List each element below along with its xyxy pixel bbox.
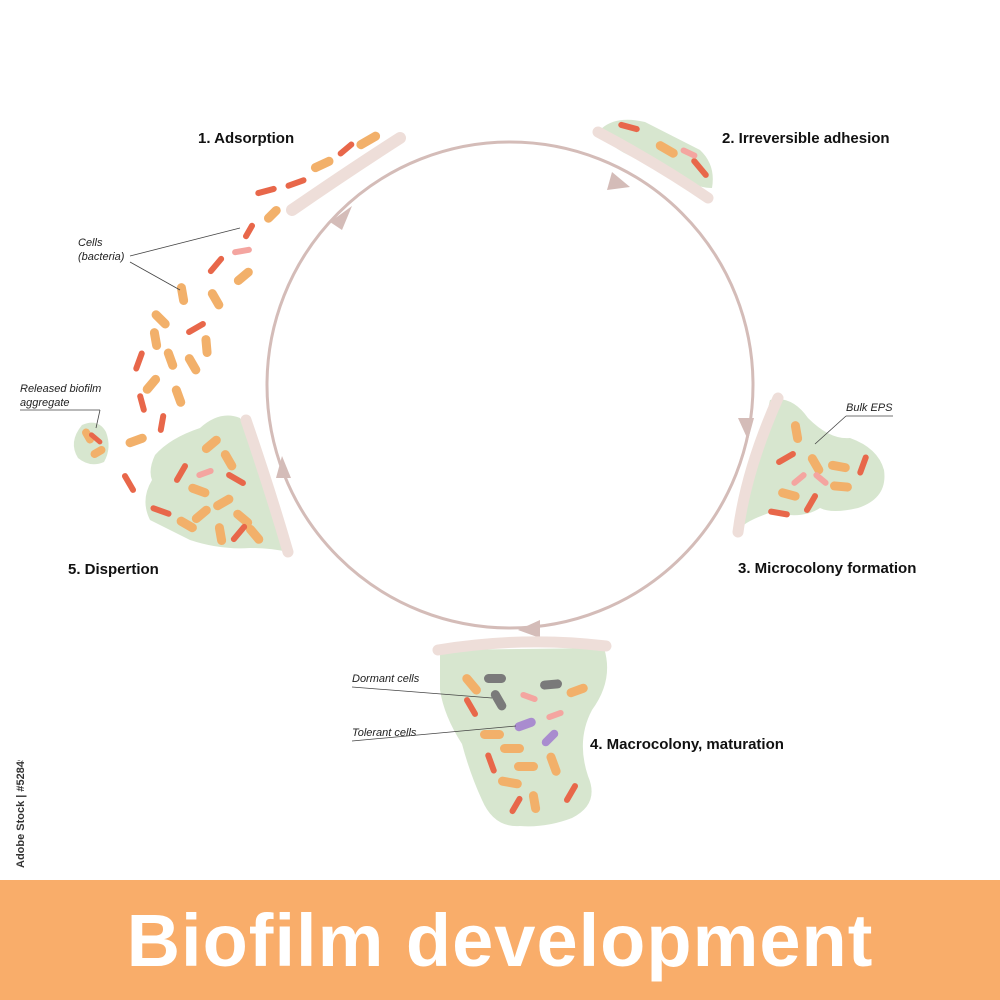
stage-dispersion-illustration: [73, 414, 294, 558]
cells-leader-2: [129, 261, 181, 291]
cycle-arrow-1: [607, 172, 630, 190]
surface-adsorption: [286, 132, 406, 216]
cycle-arrow-5: [330, 206, 352, 230]
stage-label-macrocolony: 4. Macrocolony, maturation: [590, 736, 784, 753]
cells-callout: Cells (bacteria): [78, 227, 241, 291]
stage-label-dispersion: 5. Dispertion: [68, 561, 159, 578]
eps-macrocolony: [440, 648, 608, 827]
cells-label-line1: Cells: [78, 237, 103, 249]
title-banner: Biofilm development: [0, 880, 1000, 1000]
stage-label-adhesion: 2. Irreversible adhesion: [722, 130, 890, 147]
stock-id-vertical-text: Adobe Stock | #528494564: [15, 760, 27, 868]
released-aggregate: [73, 422, 109, 465]
stage-microcolony-illustration: [732, 392, 885, 538]
bulk-eps-label: Bulk EPS: [846, 402, 893, 414]
cycle-ring: [265, 140, 755, 630]
eps-adhesion: [600, 119, 713, 188]
dormant-cells-leader: [351, 686, 493, 699]
released-leader: [95, 409, 101, 429]
cycle-arrow-3: [518, 620, 540, 638]
tolerant-cells-leader: [351, 725, 517, 742]
stage-adhesion-illustration: [592, 119, 714, 204]
dormant-cells-callout: Dormant cells: [351, 673, 493, 699]
cycle-arrow-4: [276, 456, 291, 478]
stock-id-text: Adobe Stock | #528494564: [15, 760, 27, 868]
tolerant-cells-label: Tolerant cells: [352, 727, 417, 739]
stage-label-microcolony: 3. Microcolony formation: [738, 560, 916, 577]
surface-macrocolony: [432, 636, 612, 656]
stage-adsorption-illustration: [125, 131, 406, 448]
released-label-line2: aggregate: [20, 397, 70, 409]
cells-label-line2: (bacteria): [78, 251, 125, 263]
tolerant-cells-callout: Tolerant cells: [351, 725, 517, 742]
surface-dispersion: [240, 414, 294, 558]
surface-adhesion: [592, 126, 714, 204]
bulk-eps-callout: Bulk EPS: [814, 402, 893, 445]
dormant-cells-label: Dormant cells: [352, 673, 420, 685]
released-aggregate-callout: Released biofilm aggregate: [20, 383, 101, 429]
cells-leader-1: [129, 227, 241, 257]
page-title: Biofilm development: [126, 898, 874, 982]
bulk-eps-leader: [814, 415, 847, 445]
released-label-line1: Released biofilm: [20, 383, 101, 395]
stage-macrocolony-illustration: [432, 636, 612, 827]
cycle-arrow-2: [738, 418, 754, 440]
surface-microcolony: [732, 392, 784, 538]
bacteria-adsorption: [125, 131, 381, 448]
stage-label-adsorption: 1. Adsorption: [198, 130, 294, 147]
